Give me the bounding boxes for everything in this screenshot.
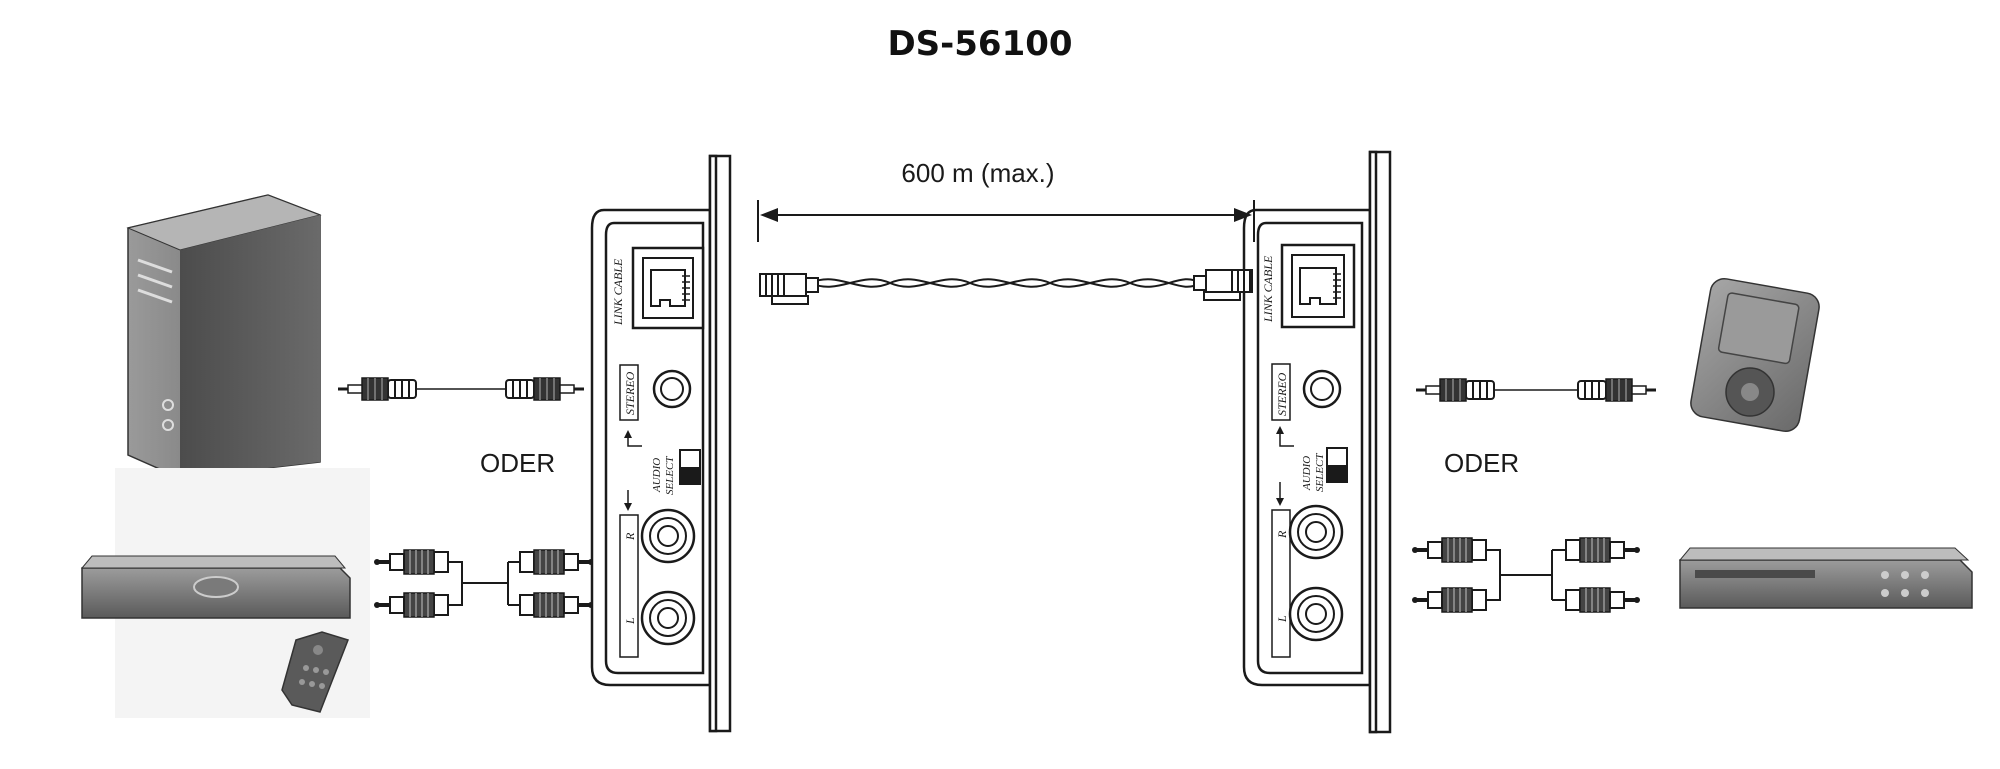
left-or-label: ODER: [480, 448, 555, 478]
right-rca-cable: [1410, 536, 1642, 614]
left-link-cable-label: LINK CABLE: [611, 258, 625, 326]
right-select-label: SELECT: [1314, 453, 1326, 492]
distance-dimension: [757, 200, 1255, 242]
left-rca-cable: [372, 548, 596, 619]
distance-label: 600 m (max.): [901, 158, 1054, 188]
rj45-plug-icon: [1193, 269, 1253, 301]
left-stereo-cable: [336, 376, 586, 402]
right-audio-label: AUDIO: [1301, 456, 1313, 491]
remote-control-icon: [281, 631, 349, 713]
left-l-label: L: [623, 617, 637, 625]
right-link-cable-label: LINK CABLE: [1261, 255, 1275, 323]
right-stereo-cable: [1414, 377, 1658, 403]
right-or-label: ODER: [1444, 448, 1519, 478]
blu-ray-player-icon: [1678, 547, 1973, 609]
left-stereo-label: STEREO: [623, 371, 637, 415]
left-select-label: SELECT: [664, 456, 676, 495]
right-r-label: R: [1275, 530, 1289, 539]
link-cable: [809, 278, 1201, 288]
left-extender-unit: [590, 154, 732, 733]
pc-tower-icon: [126, 194, 322, 479]
left-r-label: R: [623, 532, 637, 541]
mp3-player-icon: [1690, 277, 1820, 433]
rj45-plug-icon: [759, 273, 819, 305]
diagram-title: DS-56100: [887, 24, 1073, 64]
right-l-label: L: [1275, 615, 1289, 623]
right-stereo-label: STEREO: [1275, 372, 1289, 416]
left-audio-label: AUDIO: [651, 458, 663, 493]
right-extender-unit: [1242, 150, 1392, 734]
